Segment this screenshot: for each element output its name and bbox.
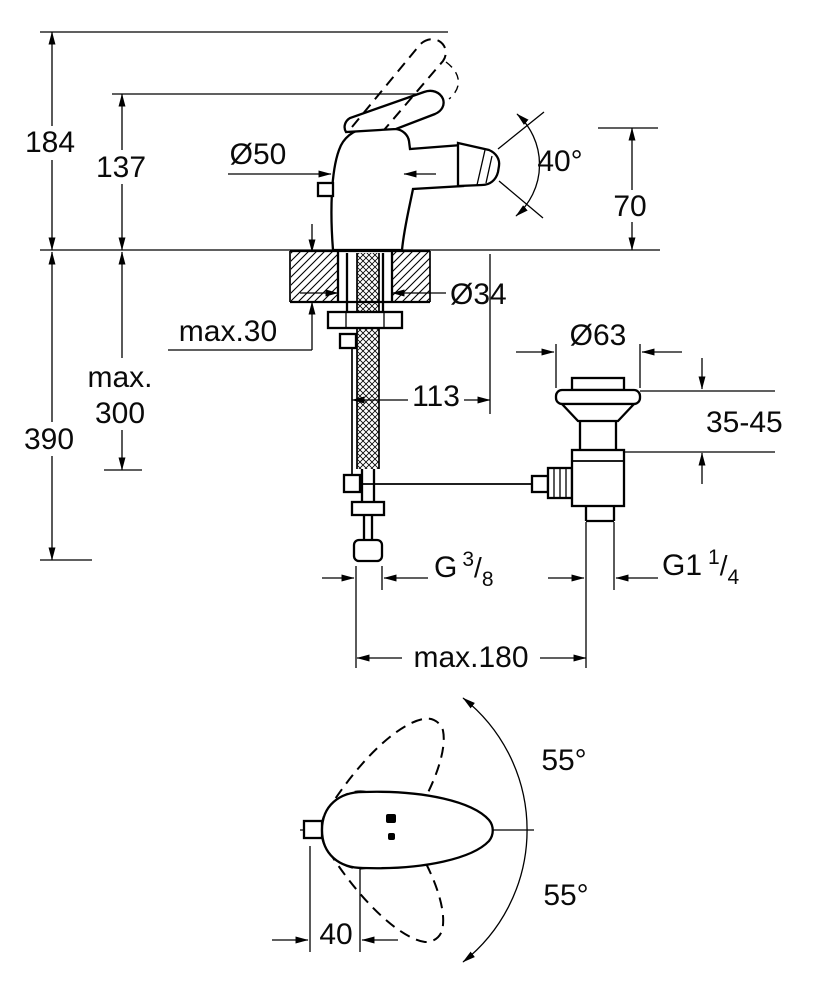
dimensions: 184 137 Ø50 40° 70 Ø34 max.30 — [22, 31, 783, 674]
side-tab — [316, 181, 335, 198]
lever-rotation-arc — [445, 61, 460, 100]
waste-thread-numerator: 1 — [708, 546, 720, 569]
dim-swing-up: 55° — [541, 744, 586, 777]
supply-thread-denominator: 8 — [482, 568, 494, 591]
handle-pin — [302, 819, 324, 840]
flexible-hose — [357, 253, 379, 469]
deck-hatch-left — [291, 252, 338, 302]
dim-height-total: 184 — [25, 126, 75, 159]
dim-base-diameter: Ø50 — [230, 138, 287, 171]
waste-neck — [559, 402, 637, 423]
spout-swing-arrow-arc — [515, 113, 541, 217]
supply-thread-slash: / — [474, 552, 482, 583]
faucet-body — [330, 126, 465, 252]
supply-end-fitting — [352, 538, 384, 563]
side-view: 184 137 Ø50 40° 70 Ø34 max.30 — [22, 31, 783, 674]
hose-nut — [350, 500, 386, 517]
mounting-nut — [326, 310, 404, 330]
waste-thread-label: G1 1/4 — [662, 546, 740, 589]
faucet — [316, 38, 545, 252]
deck-hatch-right — [393, 252, 430, 302]
dim-spout-angle: 40° — [537, 145, 582, 178]
waste-flange — [554, 388, 642, 406]
dim-handle-offset: 40 — [319, 918, 352, 951]
dim-hole-diameter: Ø34 — [450, 278, 507, 311]
handle-outline-solid — [320, 790, 494, 870]
dim-waste-flange-diameter: Ø63 — [570, 319, 627, 352]
dim-swing-down: 55° — [543, 879, 588, 912]
lever-handle-raised-dashed — [351, 38, 447, 131]
dim-hose-max-word: max. — [87, 361, 152, 394]
rod-guide — [338, 332, 358, 350]
dim-center-offset: 113 — [412, 380, 460, 413]
handle-marker-dot-bottom — [388, 833, 395, 840]
dim-waste-depth-range: 35-45 — [706, 406, 783, 439]
top-view: 55° 55° 40 — [272, 697, 589, 963]
waste-thread-prefix: G1 — [662, 549, 702, 582]
waste-body — [570, 448, 626, 508]
handle-swing-arc — [462, 697, 528, 963]
rod-coupler-left — [342, 473, 362, 494]
dim-outlet-height: 70 — [613, 190, 646, 223]
lever-handle-solid — [343, 89, 445, 134]
aerator-tip — [456, 141, 501, 188]
waste-assembly — [554, 376, 642, 523]
dim-depth-total: 390 — [24, 423, 74, 456]
under-counter-assembly — [326, 253, 574, 563]
supply-thread-numerator: 3 — [462, 548, 474, 571]
waste-thread-denominator: 4 — [728, 566, 740, 589]
supply-thread-prefix: G — [434, 551, 457, 584]
waste-thread-slash: / — [720, 550, 728, 581]
dim-deck-thickness: max.30 — [179, 315, 277, 348]
dim-projection-max: max.180 — [413, 641, 528, 674]
rod-coupler-right — [530, 474, 550, 494]
handle-marker-dot-top — [386, 814, 396, 823]
waste-plug-cap — [570, 376, 626, 392]
dim-hose-max-value: 300 — [95, 397, 145, 430]
dim-height-lever: 137 — [96, 151, 146, 184]
